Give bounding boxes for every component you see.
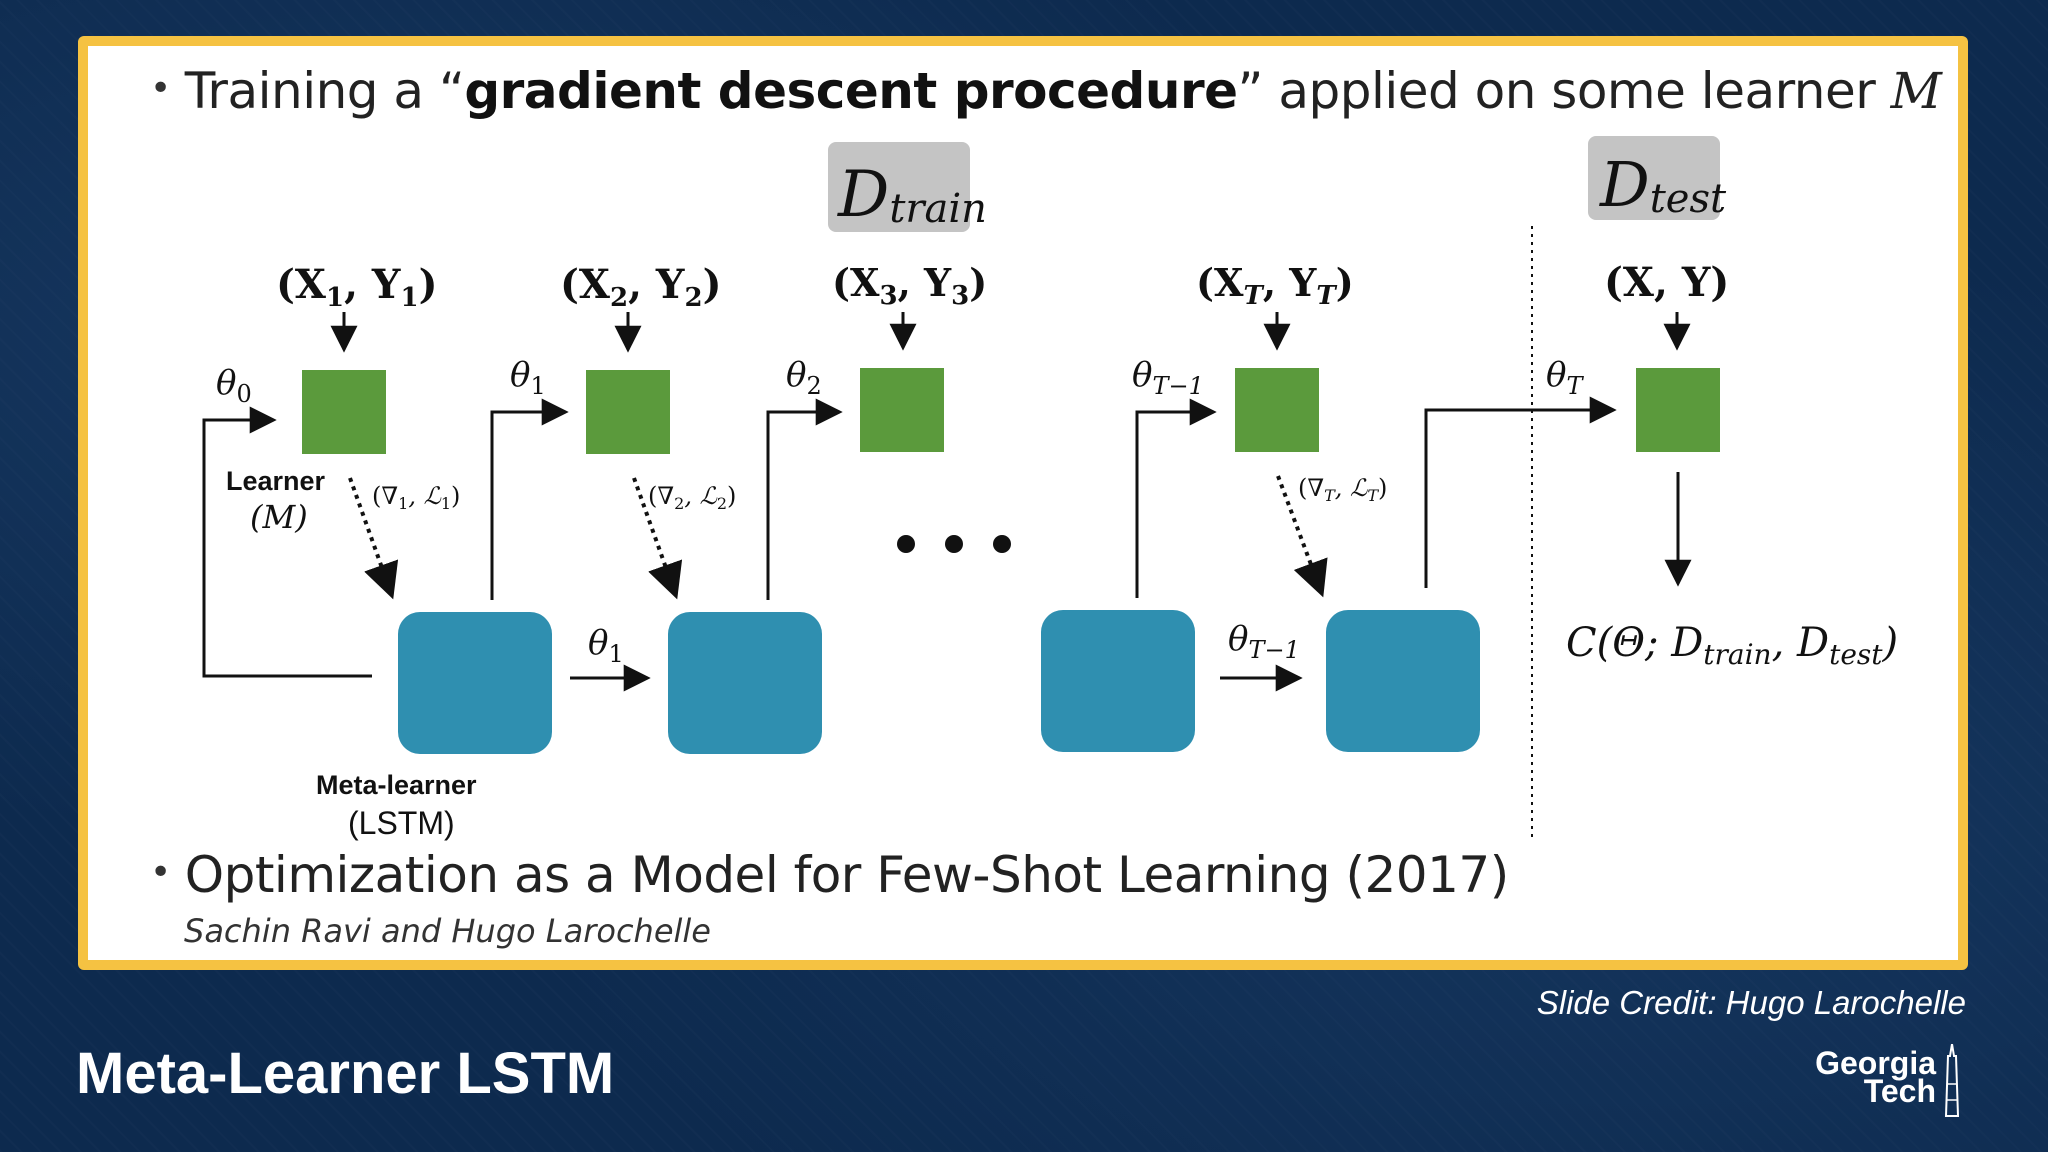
d-test-label: Dtest bbox=[1599, 148, 1727, 222]
theta-2-label: θ2 bbox=[786, 355, 822, 400]
bullet1-suffix: ” applied on some learner bbox=[1237, 62, 1891, 120]
d-train-label: Dtrain bbox=[837, 158, 987, 232]
meta-learner-sub-label: (LSTM) bbox=[348, 805, 455, 841]
bullet-dot: • bbox=[150, 852, 171, 893]
learner-block-2 bbox=[586, 370, 670, 454]
learner-block-test bbox=[1636, 368, 1720, 452]
meta-learner-diagram: Dtrain Dtest (X1, Y1) (X2, Y2) (X3, Y3) … bbox=[202, 136, 1898, 841]
learner-label: Learner bbox=[226, 466, 326, 496]
theta-0-label: θ0 bbox=[216, 363, 252, 408]
d-test-box bbox=[1588, 136, 1720, 220]
theta-t-label: θT bbox=[1546, 355, 1584, 400]
theta-t-minus-1-label: θT−1 bbox=[1132, 355, 1204, 400]
learner-block-3 bbox=[860, 368, 944, 452]
tower-icon bbox=[1944, 1044, 1960, 1117]
slide-title: Meta-Learner LSTM bbox=[76, 1041, 615, 1106]
bullet1-prefix: Training a “ bbox=[184, 62, 465, 120]
meta-learner-block-2 bbox=[668, 612, 822, 754]
update-arrow-theta-t bbox=[1424, 396, 1617, 588]
d-train-box bbox=[828, 142, 970, 232]
bullet-dot: • bbox=[150, 68, 171, 109]
gradient-label-t: (∇T, ℒT) bbox=[1298, 474, 1387, 505]
input-pair-3: (X3, Y3) bbox=[832, 260, 987, 311]
learner-block-1 bbox=[302, 370, 386, 454]
slide-content: • Training a “gradient descent procedure”… bbox=[88, 46, 1958, 960]
input-pair-test: (X, Y) bbox=[1604, 259, 1729, 306]
gradient-arrow-t bbox=[1276, 475, 1328, 598]
learner-sub-label: (M) bbox=[250, 498, 308, 536]
gradient-label-2: (∇2, ℒ2) bbox=[648, 482, 736, 513]
slide-frame: • Training a “gradient descent procedure”… bbox=[78, 36, 1968, 970]
input-pair-1: (X1, Y1) bbox=[276, 261, 438, 313]
bullet-paper-title: • Optimization as a Model for Few-Shot Le… bbox=[150, 846, 1509, 904]
logo-line-tech: Tech bbox=[1863, 1073, 1936, 1109]
meta-learner-block-1 bbox=[398, 612, 552, 754]
gradient-label-1: (∇1, ℒ1) bbox=[372, 482, 460, 513]
meta-learner-block-4 bbox=[1326, 610, 1480, 752]
input-pair-t: (XT, YT) bbox=[1196, 260, 1354, 311]
update-arrow-theta1 bbox=[490, 398, 569, 600]
update-arrow-theta-t-minus-1 bbox=[1135, 398, 1217, 598]
paper-authors: Sachin Ravi and Hugo Larochelle bbox=[184, 912, 711, 950]
theta-1-label: θ1 bbox=[510, 355, 546, 400]
georgia-tech-logo: Georgia Tech bbox=[1790, 1044, 1970, 1120]
bullet1-math: M bbox=[1890, 62, 1942, 120]
meta-learner-label: Meta-learner bbox=[316, 770, 477, 800]
ellipsis-dots-icon bbox=[897, 535, 1011, 553]
loop-arrow-theta0 bbox=[202, 406, 372, 678]
learner-block-t bbox=[1235, 368, 1319, 452]
meta-learner-block-3 bbox=[1041, 610, 1195, 752]
input-pair-2: (X2, Y2) bbox=[560, 261, 722, 313]
theta-t-minus-1-bottom-label: θT−1 bbox=[1228, 619, 1300, 664]
bullet1-bold: gradient descent procedure bbox=[464, 62, 1238, 120]
bullet-training: • Training a “gradient descent procedure”… bbox=[150, 62, 1942, 120]
logo-line-georgia: Georgia bbox=[1815, 1045, 1936, 1081]
cost-formula: C(Θ; Dtrain, Dtest) bbox=[1566, 620, 1898, 671]
slide-credit: Slide Credit: Hugo Larochelle bbox=[1536, 984, 1966, 1021]
gradient-arrow-1 bbox=[348, 477, 399, 600]
update-arrow-theta2 bbox=[766, 398, 843, 600]
theta-1-bottom-label: θ1 bbox=[588, 623, 624, 668]
gradient-arrow-2 bbox=[632, 477, 683, 600]
paper-title: Optimization as a Model for Few-Shot Lea… bbox=[184, 846, 1509, 904]
